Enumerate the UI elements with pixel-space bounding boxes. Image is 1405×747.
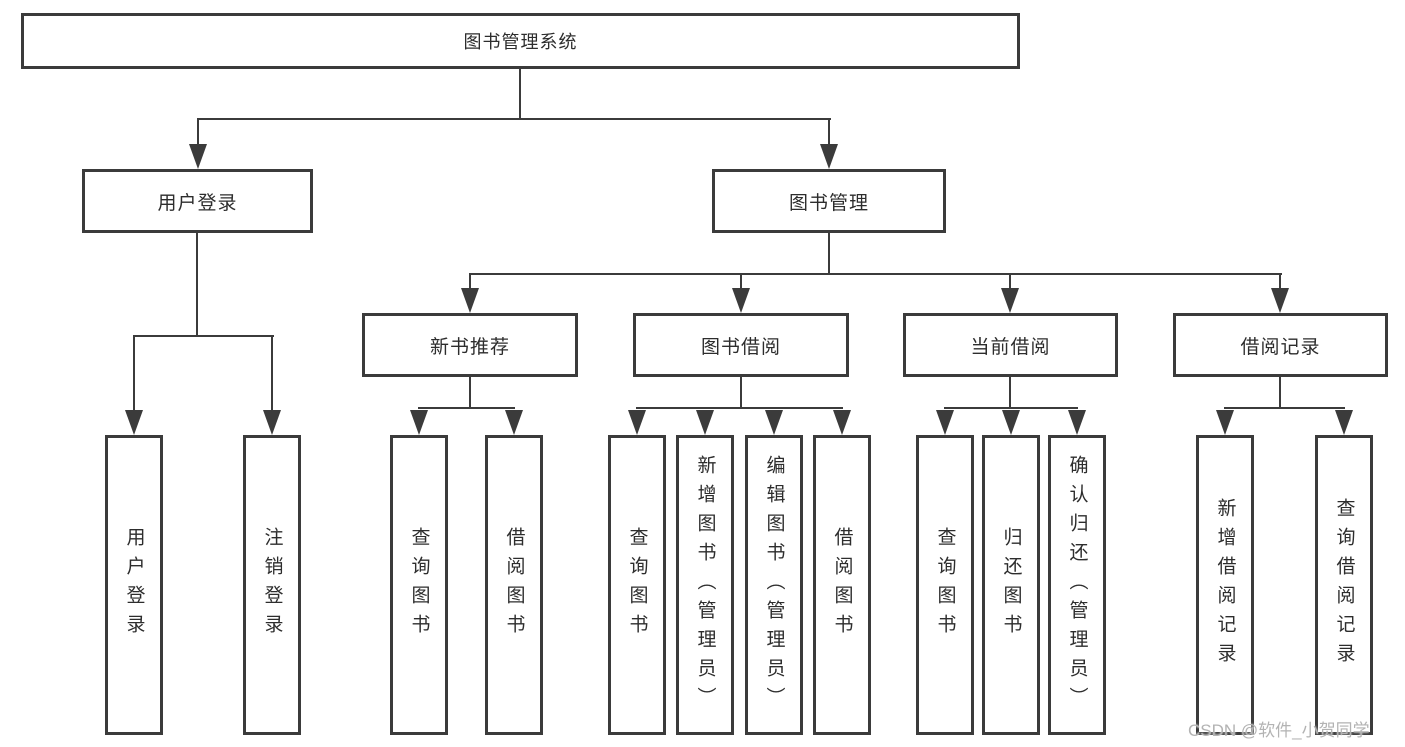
node-book-management: 图书管理 — [712, 169, 946, 233]
connector-level1-bar — [197, 118, 831, 120]
node-book-borrowing: 图书借阅 — [633, 313, 849, 377]
connector-group-stem — [1009, 377, 1011, 409]
csdn-watermark: CSDN @软件_小贺同学 — [1188, 721, 1370, 740]
leaf-query-books-current: 查询图书 — [916, 435, 974, 735]
leaf-return-books: 归还图书 — [982, 435, 1040, 735]
connector-group-bar — [418, 407, 515, 409]
leaf-borrow-books-recommend: 借阅图书 — [485, 435, 543, 735]
leaf-label: 借阅图书 — [503, 527, 525, 643]
node-library-management-system: 图书管理系统 — [21, 13, 1020, 69]
arrow-down-icon — [505, 410, 523, 435]
arrow-down-icon — [1002, 410, 1020, 435]
connector-group-stem — [469, 377, 471, 409]
arrow-down-icon — [461, 288, 479, 313]
connector-shaft-leaf — [271, 335, 273, 411]
connector-shaft-level3 — [1279, 273, 1281, 289]
arrow-down-icon — [820, 144, 838, 169]
connector-shaft-user-login — [197, 118, 199, 145]
node-new-book-recommendation: 新书推荐 — [362, 313, 578, 377]
connector-group-bar — [1224, 407, 1345, 409]
leaf-edit-books-admin: 编辑图书（管理员） — [745, 435, 803, 735]
connector-book-management-stem — [828, 233, 830, 275]
arrow-down-icon — [1216, 410, 1234, 435]
leaf-label: 查询图书 — [408, 527, 430, 643]
connector-shaft-book-management — [828, 118, 830, 145]
arrow-down-icon — [189, 144, 207, 169]
node-borrowing-records: 借阅记录 — [1173, 313, 1388, 377]
leaf-label: 借阅图书 — [831, 527, 853, 643]
arrow-down-icon — [125, 410, 143, 435]
connector-group-stem — [740, 377, 742, 409]
arrow-down-icon — [765, 410, 783, 435]
connector-group-bar — [944, 407, 1078, 409]
leaf-label: 用户登录 — [123, 527, 145, 643]
leaf-logout: 注销登录 — [243, 435, 301, 735]
node-current-borrowing: 当前借阅 — [903, 313, 1118, 377]
leaf-query-books-recommend: 查询图书 — [390, 435, 448, 735]
connector-user-login-bar — [133, 335, 274, 337]
arrow-down-icon — [263, 410, 281, 435]
arrow-down-icon — [628, 410, 646, 435]
arrow-down-icon — [1271, 288, 1289, 313]
leaf-label: 注销登录 — [261, 527, 283, 643]
node-user-login: 用户登录 — [82, 169, 313, 233]
leaf-label: 确认归还（管理员） — [1066, 454, 1088, 716]
leaf-add-books-admin: 新增图书（管理员） — [676, 435, 734, 735]
connector-shaft-level3 — [1009, 273, 1011, 289]
leaf-label: 新增借阅记录 — [1214, 498, 1236, 672]
arrow-down-icon — [1001, 288, 1019, 313]
arrow-down-icon — [833, 410, 851, 435]
leaf-query-books-borrowing: 查询图书 — [608, 435, 666, 735]
leaf-borrow-books-borrowing: 借阅图书 — [813, 435, 871, 735]
leaf-query-borrow-record: 查询借阅记录 — [1315, 435, 1373, 735]
connector-shaft-level3 — [740, 273, 742, 289]
arrow-down-icon — [696, 410, 714, 435]
connector-shaft-leaf — [133, 335, 135, 411]
leaf-add-borrow-record: 新增借阅记录 — [1196, 435, 1254, 735]
connector-user-login-stem — [196, 233, 198, 337]
arrow-down-icon — [410, 410, 428, 435]
arrow-down-icon — [1335, 410, 1353, 435]
connector-root-stem — [519, 69, 521, 119]
connector-group-bar — [636, 407, 843, 409]
leaf-user-login: 用户登录 — [105, 435, 163, 735]
leaf-confirm-return-admin: 确认归还（管理员） — [1048, 435, 1106, 735]
arrow-down-icon — [936, 410, 954, 435]
leaf-label: 查询借阅记录 — [1333, 498, 1355, 672]
connector-level3-bar — [469, 273, 1282, 275]
connector-group-stem — [1279, 377, 1281, 409]
arrow-down-icon — [1068, 410, 1086, 435]
connector-shaft-level3 — [469, 273, 471, 289]
leaf-label: 编辑图书（管理员） — [763, 454, 785, 716]
leaf-label: 查询图书 — [934, 527, 956, 643]
leaf-label: 查询图书 — [626, 527, 648, 643]
leaf-label: 归还图书 — [1000, 527, 1022, 643]
leaf-label: 新增图书（管理员） — [694, 454, 716, 716]
arrow-down-icon — [732, 288, 750, 313]
